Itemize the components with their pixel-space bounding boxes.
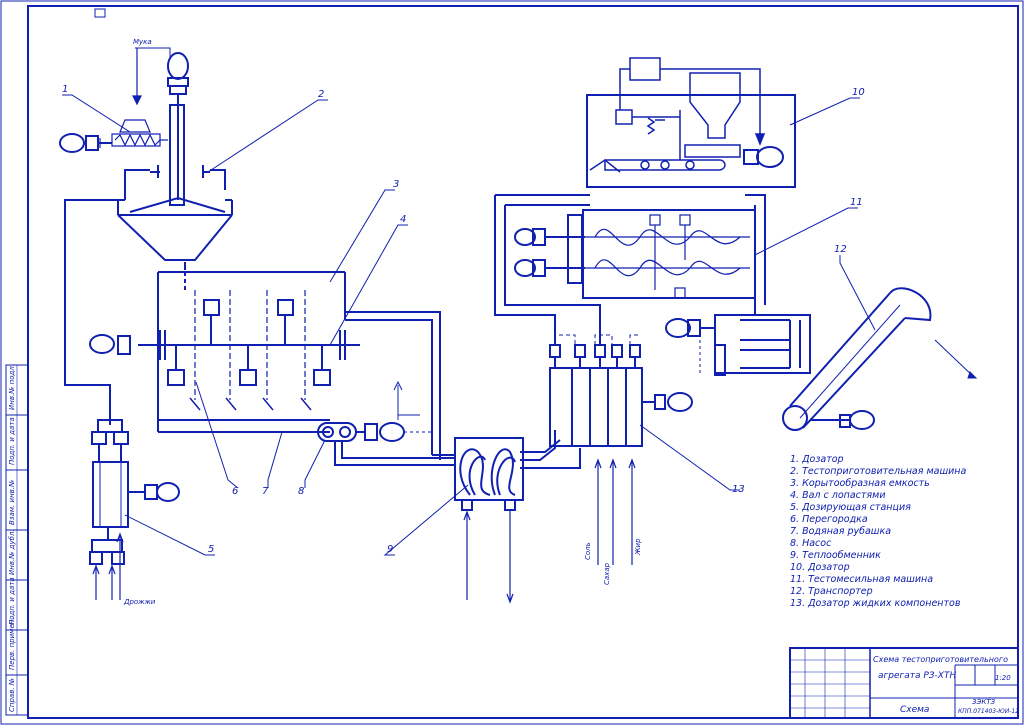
legend-item: 8. Насос [790, 538, 832, 549]
legend-item: 1. Дозатор [790, 454, 844, 465]
flour-doser-top [586, 57, 796, 188]
callout-8: 8 [298, 486, 304, 497]
flour-doser [59, 48, 168, 153]
stamp-text-5: Подп. и дата [8, 577, 16, 625]
side-stamp: Инв.№ подл. Подп. и дата Взам. инв.№ Инв… [5, 364, 29, 716]
callout-1: 1 [62, 84, 68, 95]
heat-exchanger [454, 437, 524, 511]
partitions [194, 290, 306, 400]
callout-2: 2 [318, 89, 324, 100]
liquid-doser-feeds [554, 334, 640, 345]
stamp-text-1: Инв.№ подл. [8, 364, 16, 410]
stamp-text-7: Справ. № [8, 678, 16, 712]
org-code: ЗЭКТЗ [972, 698, 996, 706]
callout-12: 12 [834, 244, 847, 255]
pump [317, 380, 434, 442]
legend-item: 7. Водяная рубашка [790, 526, 891, 537]
flour-label: Мука [133, 38, 152, 46]
legend-item: 5. Дозирующая станция [790, 502, 911, 513]
legend-item: 6. Перегородка [790, 514, 868, 525]
fat-label: Жир [634, 538, 642, 556]
pipelines [64, 194, 770, 469]
stamp-text-2: Подп. и дата [8, 417, 16, 465]
stamp-text-3: Взам. инв.№ [8, 480, 16, 525]
callout-5: 5 [208, 544, 214, 555]
callout-numbers: 1 2 3 4 5 6 7 8 9 10 11 12 13 [62, 84, 865, 555]
legend-item: 2. Тестоприготовительная машина [790, 466, 967, 477]
legend-item: 3. Корытообразная емкость [790, 478, 930, 489]
title-line-1: Схема тестоприготовительного [873, 655, 1008, 664]
liquid-doser [549, 344, 693, 447]
callout-11: 11 [850, 197, 863, 208]
legend-item: 10. Дозатор [790, 562, 850, 573]
callout-7: 7 [262, 486, 269, 497]
callout-9: 9 [387, 544, 393, 555]
stamp-text-4: Инв.№ дубл. [8, 529, 16, 575]
legend-item: 13. Дозатор жидких компонентов [790, 598, 961, 609]
callout-13: 13 [732, 484, 745, 495]
dosing-inlets [92, 532, 124, 600]
callout-6: 6 [232, 486, 238, 497]
legend-item: 9. Теплообменник [790, 550, 881, 561]
heat-exchanger-ports [463, 510, 514, 604]
yeast-label: Дрожжи [123, 598, 156, 606]
leader-lines [62, 47, 876, 556]
kneading-machine [514, 209, 756, 299]
inner-frame [27, 5, 1019, 719]
stamp-text-6: Перв. примен. [8, 617, 16, 670]
scale: 1:20 [995, 674, 1011, 682]
conveyor [782, 287, 932, 431]
callout-10: 10 [852, 87, 865, 98]
dosing-station [89, 419, 180, 565]
corner-stamp [94, 8, 106, 18]
salt-label: Соль [584, 542, 592, 560]
sheet-name: Схема [900, 705, 929, 715]
callout-3: 3 [393, 179, 399, 190]
callout-4: 4 [400, 214, 406, 225]
dough-divider [665, 314, 811, 376]
title-line-2: агрегата РЗ-ХТН [878, 671, 956, 681]
doc-code: КПП.071403-ЮИ-12 [958, 708, 1019, 715]
partition-flaps [189, 397, 312, 411]
trough-tank [89, 271, 360, 433]
liquid-inlets [594, 458, 636, 565]
legend-item: 12. Транспортер [790, 586, 873, 597]
stream-labels: Мука Дрожжи Соль Сахар Жир [123, 38, 642, 606]
legend: 1. Дозатор 2. Тестоприготовительная маши… [790, 454, 967, 609]
conveyor-output [934, 339, 978, 379]
sugar-label: Сахар [603, 562, 611, 585]
title-block: Схема тестоприготовительного агрегата РЗ… [789, 647, 1019, 719]
legend-item: 11. Тестомесильная машина [790, 574, 933, 585]
legend-item: 4. Вал с лопастями [790, 490, 886, 501]
dough-preparation-machine [117, 52, 233, 270]
